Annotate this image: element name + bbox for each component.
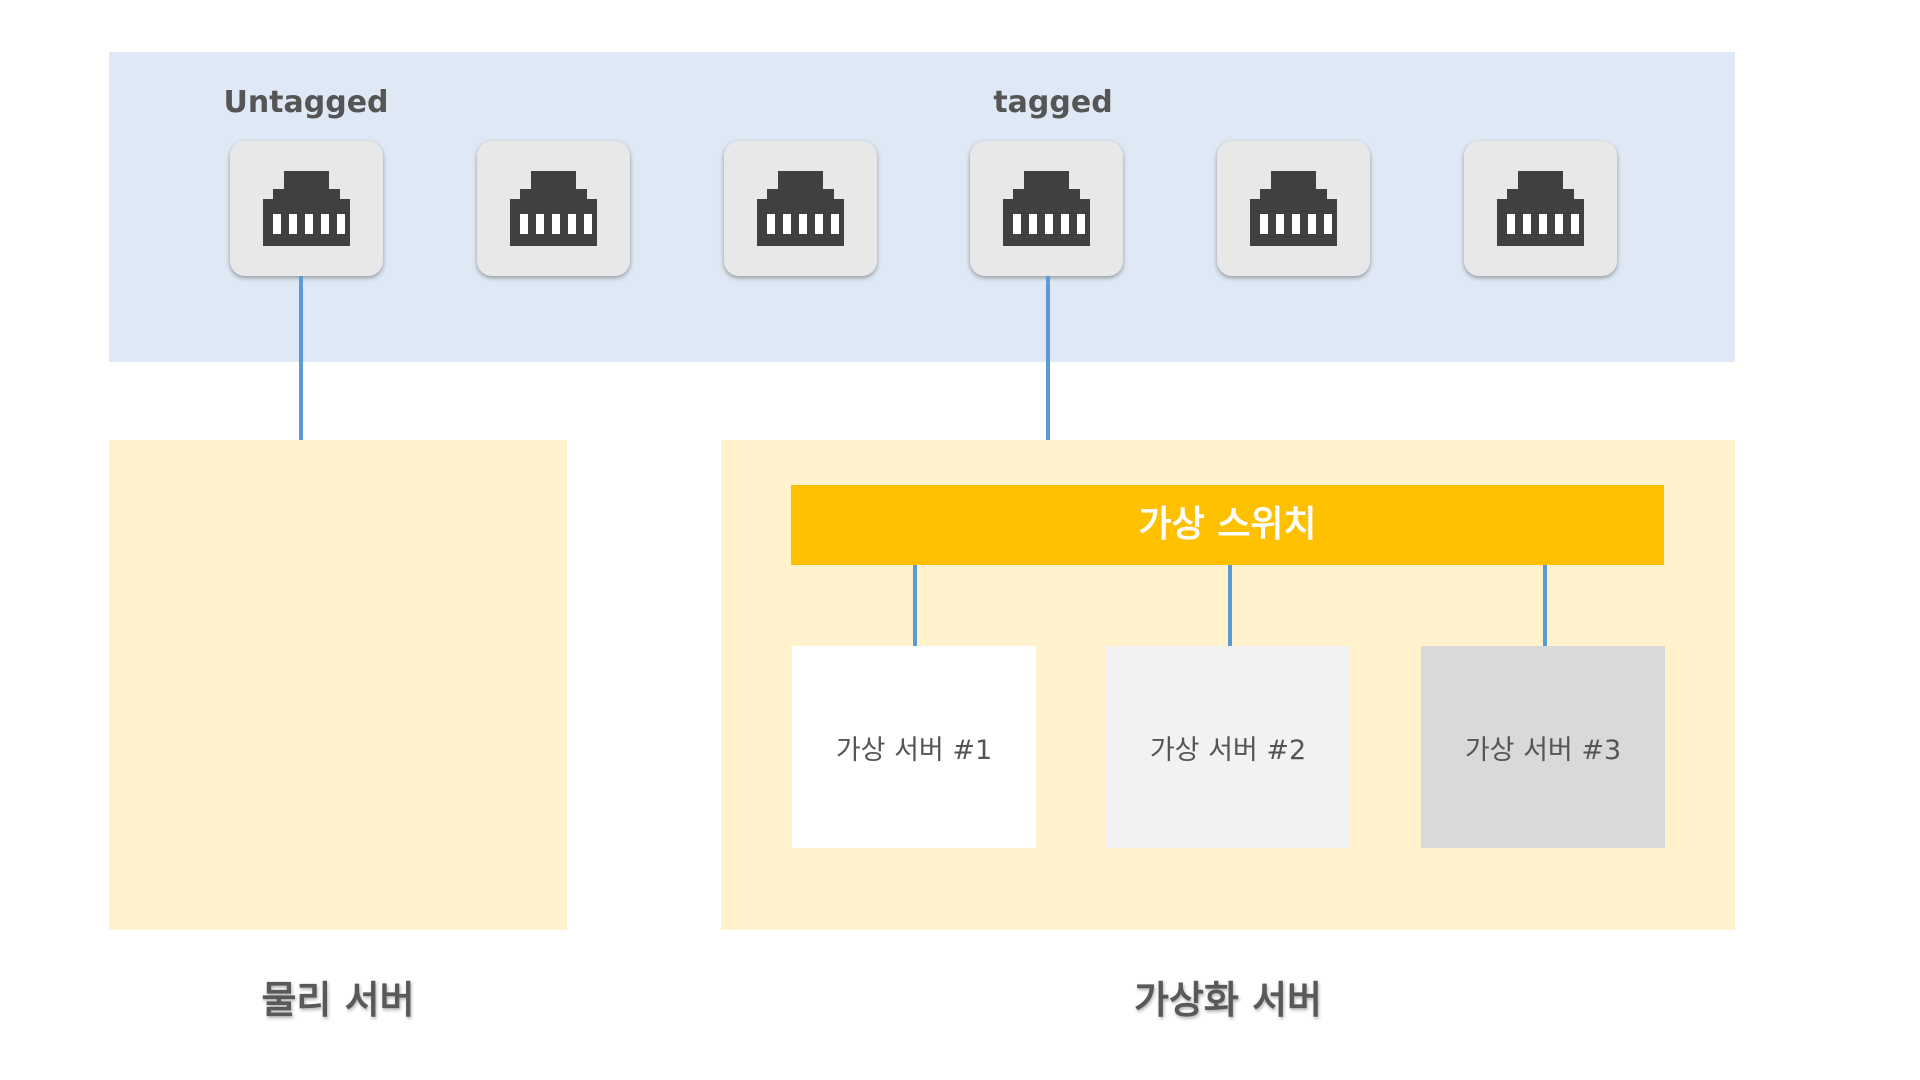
virtual-switch: 가상 스위치 bbox=[791, 485, 1664, 565]
physical-server-box bbox=[109, 440, 567, 930]
switch-port-2 bbox=[477, 141, 630, 276]
switch-port-6 bbox=[1464, 141, 1617, 276]
ethernet-port-icon bbox=[263, 171, 350, 246]
virtual-server-2: 가상 서버 #2 bbox=[1106, 646, 1350, 848]
tagged-link bbox=[1046, 276, 1050, 440]
switch-port-3 bbox=[724, 141, 877, 276]
ethernet-port-icon bbox=[1497, 171, 1584, 246]
ethernet-port-icon bbox=[757, 171, 844, 246]
ethernet-port-icon bbox=[510, 171, 597, 246]
vm-link-1 bbox=[913, 565, 917, 646]
ethernet-port-icon bbox=[1003, 171, 1090, 246]
virtual-server-3: 가상 서버 #3 bbox=[1421, 646, 1665, 848]
vm-link-2 bbox=[1228, 565, 1232, 646]
virtualized-server-caption: 가상화 서버 bbox=[1133, 978, 1323, 1022]
tagged-label: tagged bbox=[993, 85, 1113, 120]
vm-link-3 bbox=[1543, 565, 1547, 646]
virtual-server-1: 가상 서버 #1 bbox=[792, 646, 1036, 848]
switch-port-4 bbox=[970, 141, 1123, 276]
switch-port-1 bbox=[230, 141, 383, 276]
switch-port-5 bbox=[1217, 141, 1370, 276]
ethernet-port-icon bbox=[1250, 171, 1337, 246]
physical-server-caption: 물리 서버 bbox=[261, 978, 415, 1022]
untagged-label: Untagged bbox=[223, 85, 389, 120]
untagged-link bbox=[299, 276, 303, 440]
